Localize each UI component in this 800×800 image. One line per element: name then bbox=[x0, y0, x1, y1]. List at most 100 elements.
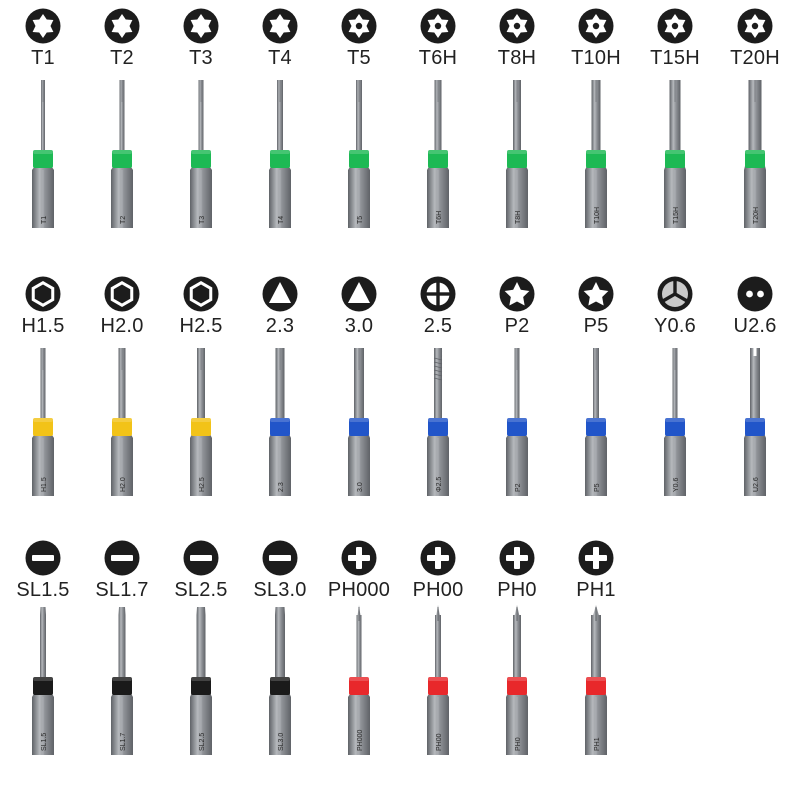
u-type-icon bbox=[737, 276, 773, 312]
screwdriver-bit: PH0 bbox=[502, 605, 532, 755]
screwdriver-bit: P5 bbox=[581, 346, 611, 496]
bit-label: T2 bbox=[110, 47, 134, 69]
bit-etching: Y0.6 bbox=[673, 477, 680, 492]
bit-etching: Φ2.5 bbox=[436, 477, 443, 492]
screwdriver-bit: SL1.7 bbox=[107, 605, 137, 755]
torx-security-icon bbox=[578, 8, 614, 44]
screwdriver-bit: T4 bbox=[265, 78, 295, 228]
bit-label: SL1.7 bbox=[95, 579, 149, 601]
torx-security-icon bbox=[341, 8, 377, 44]
bit-etching: T8H bbox=[515, 211, 522, 224]
screwdriver-bit: T15H bbox=[660, 78, 690, 228]
bit-label: PH00 bbox=[412, 579, 464, 601]
bit-etching: 2.3 bbox=[278, 482, 285, 492]
screwdriver-bit: 2.3 bbox=[265, 346, 295, 496]
screwdriver-bit: T6H bbox=[423, 78, 453, 228]
slotted-icon bbox=[25, 540, 61, 576]
phillips-icon bbox=[499, 540, 535, 576]
phillips-icon bbox=[420, 540, 456, 576]
bit-etching: SL1.7 bbox=[120, 733, 127, 751]
hex-icon bbox=[183, 276, 219, 312]
screwdriver-bit: T10H bbox=[581, 78, 611, 228]
bit-label: PH000 bbox=[327, 579, 391, 601]
screwdriver-bit: PH000 bbox=[344, 605, 374, 755]
bit-label: T10H bbox=[571, 47, 621, 69]
bit-etching: SL2.5 bbox=[199, 733, 206, 751]
torx-security-icon bbox=[420, 8, 456, 44]
screwdriver-bit: SL2.5 bbox=[186, 605, 216, 755]
bit-label: SL3.0 bbox=[253, 579, 307, 601]
torx-icon bbox=[183, 8, 219, 44]
screwdriver-bit: SL3.0 bbox=[265, 605, 295, 755]
torx-icon bbox=[104, 8, 140, 44]
bit-etching: T1 bbox=[41, 216, 48, 224]
bit-label: PH0 bbox=[497, 579, 537, 601]
bit-etching: T15H bbox=[673, 207, 680, 224]
bit-label: H2.5 bbox=[179, 315, 223, 337]
bit-etching: H2.0 bbox=[120, 477, 127, 492]
bit-label: PH1 bbox=[576, 579, 616, 601]
tri-wing-icon bbox=[657, 276, 693, 312]
hex-icon bbox=[25, 276, 61, 312]
bit-etching: H2.5 bbox=[199, 477, 206, 492]
bit-etching: PH000 bbox=[357, 729, 364, 751]
bit-etching: PH0 bbox=[515, 737, 522, 751]
bit-etching: PH00 bbox=[436, 733, 443, 751]
hex-icon bbox=[104, 276, 140, 312]
bit-label: U2.6 bbox=[733, 315, 777, 337]
triangle-icon bbox=[262, 276, 298, 312]
screwdriver-bit: PH00 bbox=[423, 605, 453, 755]
phillips-icon bbox=[578, 540, 614, 576]
bit-label: Y0.6 bbox=[654, 315, 696, 337]
bit-label: T4 bbox=[268, 47, 292, 69]
screwdriver-bit: T5 bbox=[344, 78, 374, 228]
slotted-icon bbox=[262, 540, 298, 576]
cross-split-icon bbox=[420, 276, 456, 312]
bit-etching: H1.5 bbox=[41, 477, 48, 492]
screwdriver-bit: PH1 bbox=[581, 605, 611, 755]
bit-etching: T4 bbox=[278, 216, 285, 224]
screwdriver-bit: P2 bbox=[502, 346, 532, 496]
bit-etching: P5 bbox=[594, 483, 601, 492]
bit-etching: T10H bbox=[594, 207, 601, 224]
screwdriver-bit: Y0.6 bbox=[660, 346, 690, 496]
torx-security-icon bbox=[499, 8, 535, 44]
slotted-icon bbox=[104, 540, 140, 576]
bit-label: T20H bbox=[730, 47, 780, 69]
screwdriver-bit: H2.0 bbox=[107, 346, 137, 496]
bit-label: T5 bbox=[347, 47, 371, 69]
bit-etching: T6H bbox=[436, 211, 443, 224]
bit-label: H2.0 bbox=[100, 315, 144, 337]
torx-icon bbox=[262, 8, 298, 44]
torx-security-icon bbox=[737, 8, 773, 44]
bit-etching: P2 bbox=[515, 483, 522, 492]
slotted-icon bbox=[183, 540, 219, 576]
screwdriver-bit: T1 bbox=[28, 78, 58, 228]
torx-security-icon bbox=[657, 8, 693, 44]
bit-label: SL1.5 bbox=[16, 579, 70, 601]
torx-icon bbox=[25, 8, 61, 44]
screwdriver-bit: T2 bbox=[107, 78, 137, 228]
bit-label: SL2.5 bbox=[174, 579, 228, 601]
screwdriver-bit: T20H bbox=[740, 78, 770, 228]
bit-label: T8H bbox=[497, 47, 537, 69]
screwdriver-bit: Φ2.5 bbox=[423, 346, 453, 496]
bit-label: 2.5 bbox=[423, 315, 453, 337]
screwdriver-bit: T3 bbox=[186, 78, 216, 228]
screwdriver-bit: SL1.5 bbox=[28, 605, 58, 755]
bit-etching: T2 bbox=[120, 216, 127, 224]
bit-etching: T3 bbox=[199, 216, 206, 224]
bit-label: P2 bbox=[504, 315, 530, 337]
triangle-icon bbox=[341, 276, 377, 312]
bit-label: 3.0 bbox=[344, 315, 374, 337]
bit-label: 2.3 bbox=[265, 315, 295, 337]
bit-etching: T5 bbox=[357, 216, 364, 224]
bit-label: P5 bbox=[583, 315, 609, 337]
screwdriver-bit: H2.5 bbox=[186, 346, 216, 496]
bit-label: T15H bbox=[650, 47, 700, 69]
bit-etching: SL1.5 bbox=[41, 733, 48, 751]
screwdriver-bit: T8H bbox=[502, 78, 532, 228]
bit-etching: PH1 bbox=[594, 737, 601, 751]
pentalobe-icon bbox=[499, 276, 535, 312]
